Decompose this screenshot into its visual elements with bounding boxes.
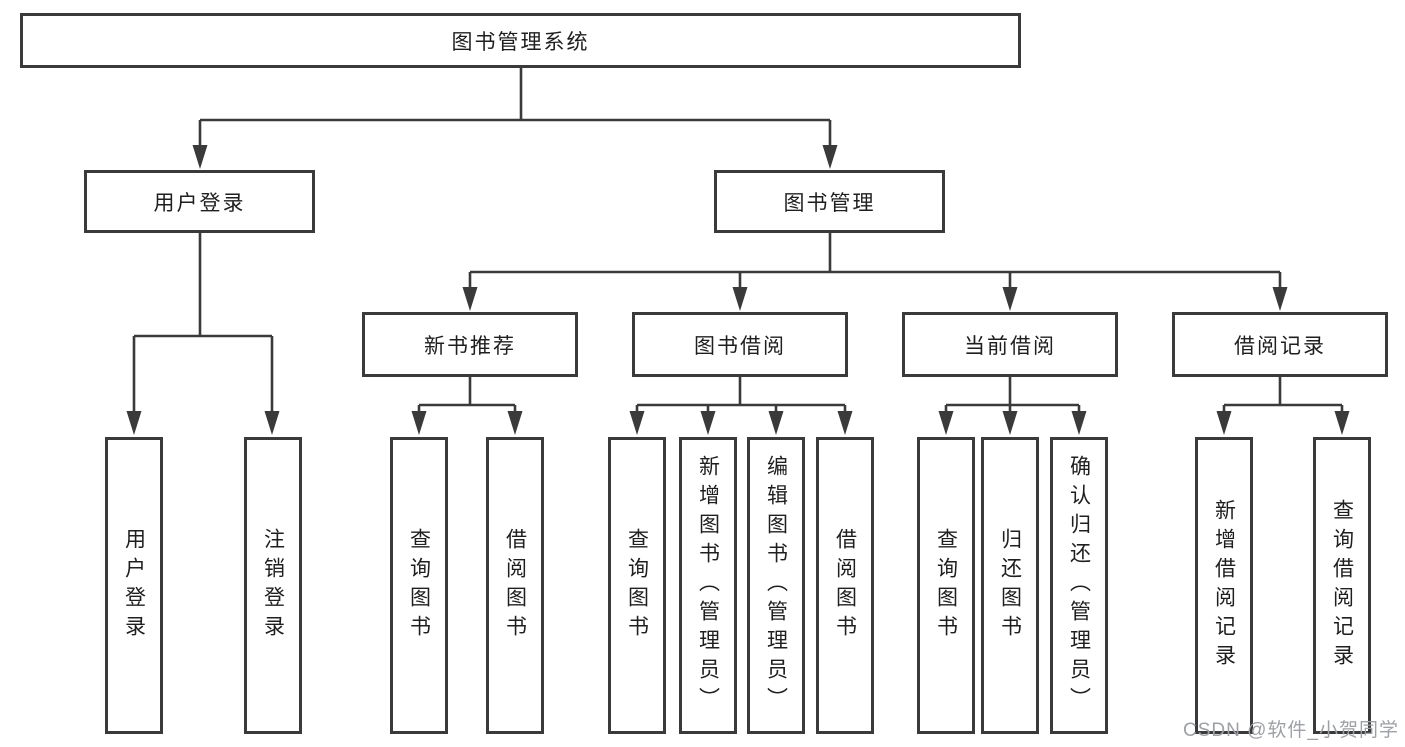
arrowhead [1002, 287, 1018, 311]
arrowhead [732, 287, 748, 311]
node-user-login: 用户登录 [84, 170, 315, 233]
arrowhead [1002, 411, 1018, 435]
node-leaf-query-borrow-record: 查询借阅记录 [1313, 437, 1371, 734]
connector-book-borrow-branch [635, 377, 847, 413]
node-leaf-query-books: 查询图书 [608, 437, 666, 734]
connector-borrow-records-branch [1222, 377, 1344, 413]
arrowhead [126, 411, 142, 435]
arrowhead [1272, 287, 1288, 311]
arrowhead [938, 411, 954, 435]
connector-user-login-branch [132, 233, 274, 413]
arrowhead [507, 411, 523, 435]
node-leaf-return-books: 归还图书 [981, 437, 1039, 734]
node-leaf-add-borrow-record: 新增借阅记录 [1195, 437, 1253, 734]
arrowhead [837, 411, 853, 435]
node-borrow-records: 借阅记录 [1172, 312, 1388, 377]
arrowhead [192, 145, 208, 169]
node-book-borrowing: 图书借阅 [632, 312, 848, 377]
node-leaf-add-books-admin: 新增图书（管理员） [679, 437, 737, 734]
node-leaf-logout: 注销登录 [244, 437, 302, 734]
arrowhead [629, 411, 645, 435]
node-leaf-edit-books-admin: 编辑图书（管理员） [747, 437, 805, 734]
arrowhead [1071, 411, 1087, 435]
arrowhead [264, 411, 280, 435]
arrowhead [768, 411, 784, 435]
node-leaf-query-books: 查询图书 [917, 437, 975, 734]
arrowhead [462, 287, 478, 311]
connector-current-borrow-branch [944, 377, 1081, 413]
csdn-watermark: CSDN @软件_小贺同学 [1183, 720, 1399, 741]
node-library-system: 图书管理系统 [20, 13, 1021, 68]
connector-book-mgmt-branch [468, 233, 1282, 289]
node-leaf-confirm-return-admin: 确认归还（管理员） [1050, 437, 1108, 734]
connector-root-branch [198, 68, 832, 148]
node-leaf-user-login: 用户登录 [105, 437, 163, 734]
connector-new-book-branch [417, 377, 517, 413]
arrowhead [822, 145, 838, 169]
node-new-book-recommend: 新书推荐 [362, 312, 578, 377]
arrowhead [1334, 411, 1350, 435]
arrowhead [700, 411, 716, 435]
arrowhead [1216, 411, 1232, 435]
node-leaf-borrow-books: 借阅图书 [486, 437, 544, 734]
node-book-management: 图书管理 [714, 170, 945, 233]
arrowhead [411, 411, 427, 435]
node-leaf-borrow-books: 借阅图书 [816, 437, 874, 734]
node-leaf-query-books: 查询图书 [390, 437, 448, 734]
node-current-borrowing: 当前借阅 [902, 312, 1118, 377]
